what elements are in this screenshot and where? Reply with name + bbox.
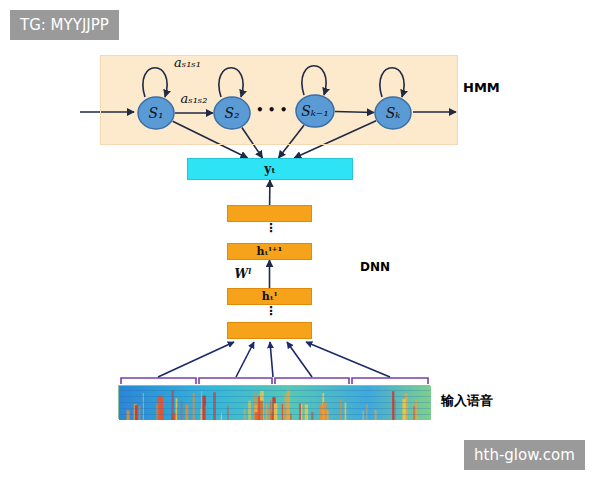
hmm-band: HMMS₁S₂Sₖ₋₁Sₖ [100, 55, 458, 145]
spectrogram-streak [176, 398, 178, 420]
spectrogram-band [119, 402, 431, 403]
spectrogram-band [119, 408, 431, 409]
node-text: Sₖ [386, 105, 401, 121]
spectrogram-streak [172, 390, 174, 420]
node-text: yₜ [264, 162, 275, 176]
state-circle-shape [138, 97, 174, 129]
spectrogram-streak [282, 404, 283, 420]
spectrogram-streak [139, 406, 141, 421]
spectrogram-streak [301, 404, 303, 420]
state-circle-shape [375, 97, 411, 129]
node-text: S₁ [148, 105, 163, 121]
node-text: Sₖ₋₁ [301, 103, 329, 119]
state-circle-shape [296, 95, 334, 127]
spectrogram-streak [345, 402, 347, 420]
spectrogram-streak [266, 404, 267, 420]
hmm-state: S₂ [213, 96, 251, 130]
node-text: S₂ [224, 105, 239, 121]
spectrogram-streak [248, 401, 251, 420]
connector-arrow [294, 121, 376, 158]
spectrogram-streak [260, 391, 264, 420]
spectrogram-streak [181, 401, 183, 420]
input-arrows [158, 342, 390, 377]
spectrogram-streak [201, 391, 202, 420]
speech-spectrogram: 输入语音 [118, 385, 430, 419]
spectrogram-streak [134, 404, 137, 420]
spectrogram-streak [227, 406, 228, 420]
hmm-band-fill [100, 55, 458, 145]
spectrogram-streak [135, 405, 137, 420]
hidden-layer-box [227, 205, 312, 222]
node-text: hₜˡ [262, 290, 277, 303]
spectrogram-streak [185, 405, 188, 420]
connector-arrow [175, 112, 213, 114]
hidden-layer-box: hₜˡ⁺¹ [227, 243, 312, 260]
spectrogram-band [119, 396, 431, 397]
section-label: DNN [360, 260, 390, 274]
spectrogram-streak [287, 390, 290, 420]
spectrogram-streak [255, 412, 259, 420]
transition-label: aₛ₁ₛ₁ [174, 55, 201, 70]
spectrogram-streak [299, 403, 300, 420]
spectrogram-streak [127, 410, 130, 420]
hidden-layer-box: hₜˡ [227, 288, 312, 305]
spectrogram-streak [322, 410, 325, 420]
spectrogram-streak [394, 400, 395, 420]
spectrogram-ground [119, 386, 431, 420]
ellipsis: • • • [256, 103, 287, 117]
hmm-state: Sₖ₋₁ [295, 94, 335, 128]
watermark: TG: MYYJJPP [10, 10, 119, 40]
hmm-state: S₁ [137, 96, 175, 130]
spectrogram-streak [366, 404, 367, 420]
connector-arrow [279, 125, 305, 158]
connector-arrow [242, 128, 263, 159]
input-layer-box [227, 322, 312, 339]
spectrogram-streak [311, 412, 313, 420]
connector-arrow [269, 180, 271, 205]
spectrogram-streak [260, 401, 264, 420]
segment-brackets [121, 378, 428, 384]
spectrogram-image [119, 386, 431, 420]
connector-arrow [335, 112, 374, 113]
node-text: hₜˡ⁺¹ [257, 245, 283, 258]
spectrogram-streak [305, 404, 308, 420]
connector-arrow [269, 260, 271, 288]
edge-label: aₛ₁ₛ₂ [181, 91, 208, 106]
spectrogram-streak [284, 407, 286, 420]
spectrogram-streak [363, 411, 365, 420]
vertical-ellipsis: ⋮ [265, 222, 277, 234]
vertical-ellipsis: ⋮ [265, 305, 277, 317]
watermark: hth-glow.com [464, 440, 585, 470]
spectrogram-band [119, 414, 431, 415]
output-box: yₜ [187, 158, 353, 180]
outside-heading: 输入语音 [441, 392, 493, 410]
spectrogram-streak [340, 399, 342, 420]
edge-label: Wˡ [235, 267, 252, 281]
state-circle-shape [214, 97, 250, 129]
spectrogram-streak [274, 403, 278, 420]
spectrogram-streak [323, 402, 327, 420]
spectrogram-band [119, 390, 431, 391]
outside-heading: HMM [463, 80, 500, 95]
hmm-state: Sₖ [374, 96, 412, 130]
spectrogram-streak [392, 391, 394, 420]
spectrogram-streak [202, 396, 206, 420]
